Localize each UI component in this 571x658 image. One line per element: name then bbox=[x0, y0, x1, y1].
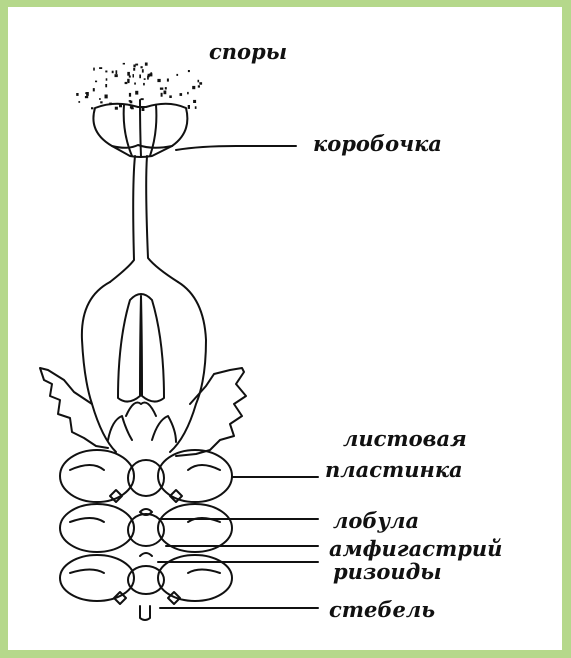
spore-dot bbox=[198, 80, 200, 83]
serrated-leaves bbox=[40, 368, 246, 456]
spore-dot bbox=[76, 93, 78, 96]
rhizoids-label: ризоиды bbox=[333, 561, 442, 582]
spore-dot bbox=[169, 95, 172, 98]
spore-dot bbox=[145, 63, 148, 66]
spore-dot bbox=[134, 83, 136, 85]
spore-dot bbox=[143, 83, 145, 86]
spore-dot bbox=[85, 96, 88, 98]
spore-dot bbox=[160, 88, 163, 90]
stem-lobes bbox=[60, 450, 232, 620]
spore-dot bbox=[142, 69, 144, 72]
capsule-label: коробочка bbox=[313, 133, 442, 154]
spore-dot bbox=[147, 76, 149, 80]
spore-dot bbox=[91, 107, 93, 109]
spore-dot bbox=[112, 71, 114, 74]
spore-dot bbox=[127, 72, 130, 76]
spore-dot bbox=[78, 101, 80, 103]
spore-dot bbox=[180, 93, 183, 96]
spore-dot bbox=[93, 68, 95, 71]
leaf-blade-label-line1: листовая bbox=[343, 428, 467, 449]
lobule-label: лобула bbox=[333, 510, 419, 531]
spore-dot bbox=[199, 82, 202, 85]
leaf-blade-label-line2: пластинка bbox=[325, 459, 463, 480]
spore-dot bbox=[141, 66, 143, 68]
spore-dot bbox=[93, 88, 95, 91]
spore-dot bbox=[133, 68, 135, 71]
spore-dot bbox=[161, 93, 163, 97]
spore-dot bbox=[131, 107, 134, 109]
spore-dot bbox=[129, 100, 131, 102]
spore-dot bbox=[157, 79, 160, 82]
spore-dot bbox=[193, 100, 196, 103]
spore-dot bbox=[115, 74, 118, 77]
spore-dot bbox=[187, 92, 189, 94]
seta-stalk bbox=[110, 156, 178, 282]
spore-dot bbox=[105, 71, 107, 73]
spore-dot bbox=[135, 91, 138, 95]
spore-dot bbox=[106, 78, 108, 80]
spore-dot bbox=[99, 67, 102, 69]
spore-dot bbox=[105, 84, 107, 87]
spore-dot bbox=[165, 87, 167, 89]
spore-dot bbox=[164, 91, 167, 95]
capsule-shape bbox=[93, 100, 187, 157]
spore-dot bbox=[167, 79, 169, 82]
spore-dot bbox=[176, 74, 178, 76]
spore-dot bbox=[99, 98, 101, 100]
spore-dot bbox=[86, 92, 89, 96]
spore-dot bbox=[115, 107, 118, 110]
spore-dot bbox=[105, 95, 108, 99]
perianth-shape bbox=[82, 282, 206, 452]
spore-dot bbox=[188, 70, 190, 72]
spore-dot bbox=[95, 81, 97, 83]
spore-dot bbox=[139, 75, 141, 79]
leader-lines bbox=[158, 146, 318, 608]
spore-dot bbox=[129, 93, 131, 97]
spore-dot bbox=[192, 86, 195, 89]
stem-label: стебель bbox=[329, 599, 435, 620]
spore-dot bbox=[116, 70, 118, 74]
spore-dot bbox=[144, 78, 146, 80]
spore-dot bbox=[135, 64, 138, 66]
spore-dot bbox=[129, 76, 131, 78]
spore-dot bbox=[127, 79, 129, 83]
spore-dot bbox=[198, 85, 200, 87]
spore-dot bbox=[133, 74, 135, 77]
spore-dot bbox=[188, 105, 190, 109]
spore-dot bbox=[123, 63, 125, 65]
diagram-frame: споры коробочка листовая пластинка лобул… bbox=[8, 7, 562, 650]
spore-dot bbox=[100, 101, 102, 103]
spores-label: споры bbox=[209, 41, 287, 62]
spore-dot bbox=[195, 106, 197, 109]
spore-dot bbox=[125, 82, 128, 84]
amphigastrium-label: амфигастрий bbox=[329, 538, 502, 559]
spore-dot bbox=[150, 72, 152, 74]
spore-dot bbox=[133, 65, 135, 68]
